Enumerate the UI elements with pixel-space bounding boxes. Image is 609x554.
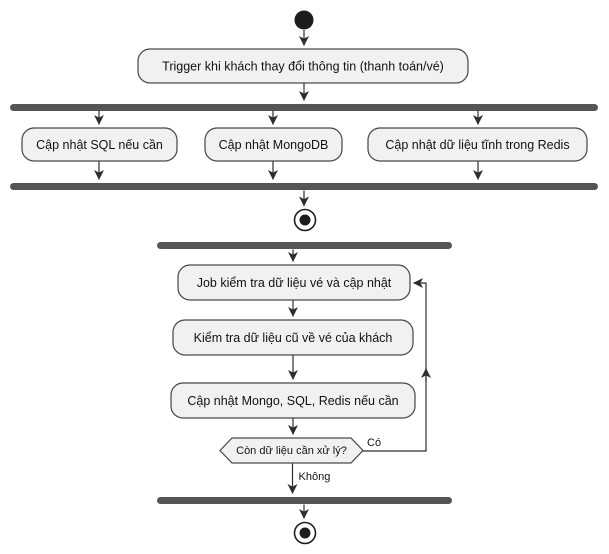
- activity-update-mongodb-label: Cập nhật MongoDB: [219, 138, 329, 152]
- join-bar: [10, 183, 598, 190]
- join-bar-2: [157, 497, 452, 504]
- activity-check-old-data: [172, 319, 414, 356]
- activity-job-check-label: Job kiểm tra dữ liệu vé và cập nhật: [197, 276, 392, 290]
- activity-update-all: [170, 382, 416, 419]
- activity-update-mongodb: [204, 127, 343, 162]
- start-node: [294, 10, 314, 30]
- activity-update-redis: [367, 127, 588, 162]
- activity-update-sql: [21, 127, 178, 162]
- activity-trigger-label: Trigger khi khách thay đổi thông tin (th…: [162, 60, 444, 74]
- activity-update-sql-label: Cập nhật SQL nếu cần: [36, 138, 163, 152]
- activity-job-check: [177, 264, 411, 301]
- end-node-2: [293, 521, 317, 545]
- edge-label-yes: Có: [367, 437, 381, 449]
- decision-question-label: Còn dữ liệu cần xử lý?: [236, 445, 347, 457]
- decision-diamond: [219, 437, 364, 464]
- fork-bar-2: [157, 242, 452, 249]
- activity-update-redis-label: Cập nhật dữ liệu tĩnh trong Redis: [385, 138, 569, 152]
- fork-bar: [10, 104, 598, 111]
- edge-label-no: Không: [299, 471, 331, 483]
- activity-update-all-label: Cập nhật Mongo, SQL, Redis nếu cần: [187, 394, 398, 408]
- end-node-1: [293, 208, 317, 232]
- activity-check-old-data-label: Kiểm tra dữ liệu cũ về vé của khách: [194, 331, 393, 345]
- activity-trigger: [137, 48, 469, 84]
- loop-back-edge-yes: [363, 278, 427, 452]
